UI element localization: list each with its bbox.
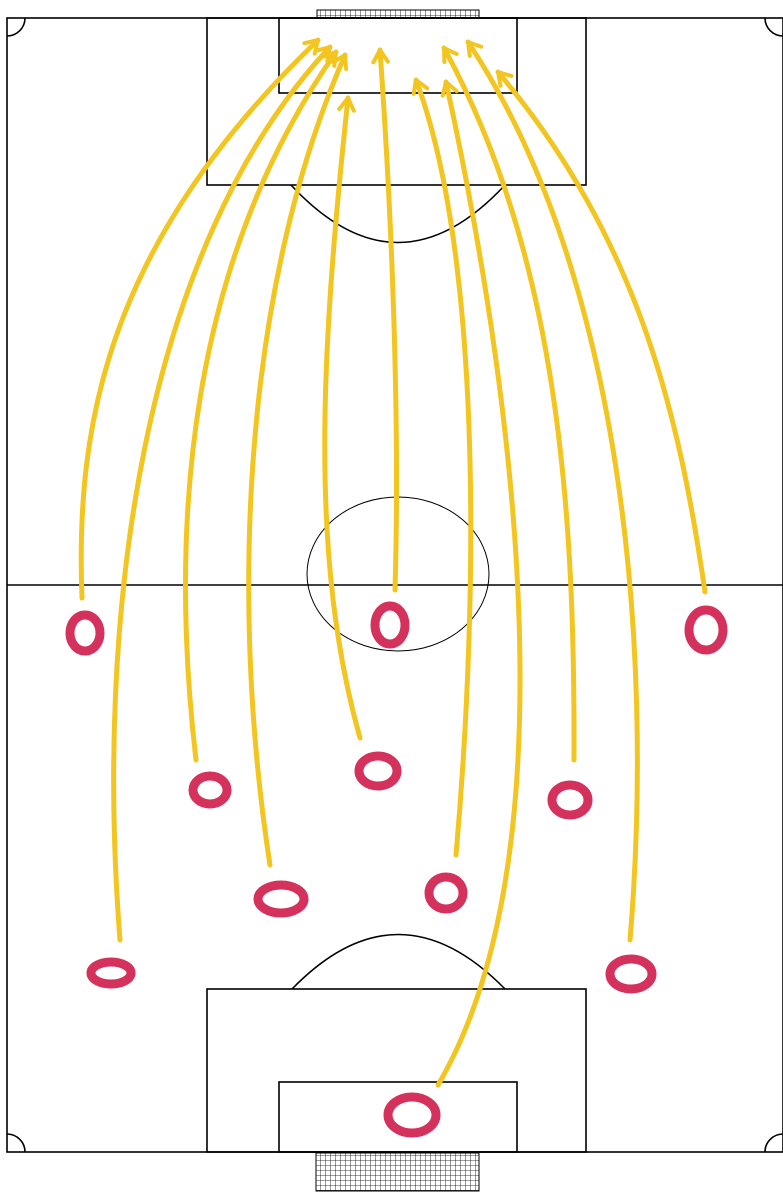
corner-arc-top-left [7, 18, 25, 36]
bottom-goal-area [279, 1082, 517, 1152]
run-path [416, 80, 471, 855]
player-runs [81, 40, 705, 1085]
player-marker [552, 785, 588, 815]
bottom-goal-net [316, 1153, 479, 1191]
run-path [380, 50, 397, 590]
player-marker [258, 885, 304, 913]
player-marker [689, 610, 723, 650]
player-marker [610, 959, 652, 989]
player-marker [359, 756, 397, 786]
corner-arc-top-right [765, 18, 783, 36]
run-arrow [373, 50, 396, 590]
bottom-penalty-arc [292, 935, 505, 990]
run-arrow [414, 80, 471, 855]
run-arrow [186, 52, 336, 760]
top-goal-net [317, 10, 479, 18]
corner-arc-bottom-right [765, 1134, 783, 1152]
run-path [81, 40, 318, 598]
player-marker [375, 606, 405, 644]
corner-arc-bottom-left [7, 1134, 25, 1152]
player-marker [70, 615, 100, 651]
player-marker [91, 962, 131, 984]
player-marker [429, 877, 463, 909]
player-markers [70, 606, 723, 1133]
run-arrow [81, 40, 318, 598]
run-path [186, 52, 336, 760]
player-marker [193, 776, 227, 804]
player-marker [388, 1097, 436, 1133]
